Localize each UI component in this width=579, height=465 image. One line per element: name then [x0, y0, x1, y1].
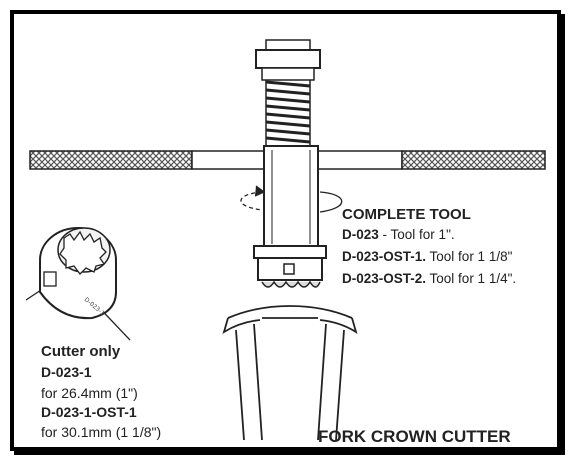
right-handle	[317, 150, 546, 170]
tool-code-1: D-023	[342, 227, 379, 242]
cutter-code-1: D-023-1	[41, 364, 92, 380]
tool-item-2: D-023-OST-1. Tool for 1 1/8"	[342, 249, 512, 264]
cutter-desc-1: for 26.4mm (1")	[41, 385, 138, 401]
tool-code-2: D-023-OST-1.	[342, 249, 427, 264]
fork-crown	[222, 305, 358, 441]
cutter-code-2: D-023-1-OST-1	[41, 404, 137, 420]
cutter-only-heading: Cutter only	[41, 343, 121, 360]
cutter-desc-2: for 30.1mm (1 1/8")	[41, 424, 162, 440]
tool-item-3: D-023-OST-2. Tool for 1 1/4".	[342, 271, 516, 286]
rotation-arrow	[240, 185, 343, 213]
tool-desc-3: Tool for 1 1/4".	[426, 271, 517, 286]
top-cap	[255, 39, 321, 81]
complete-tool-heading: COMPLETE TOOL	[342, 206, 471, 223]
spring	[265, 80, 311, 146]
diagram-title: FORK CROWN CUTTER	[318, 427, 511, 446]
cutter-only-illustration: D-023-1	[25, 227, 131, 341]
tool-item-1: D-023 - Tool for 1".	[342, 227, 455, 242]
tool-desc-2: Tool for 1 1/8"	[426, 249, 513, 264]
left-handle	[29, 150, 265, 170]
tool-body	[263, 145, 319, 247]
cutter-head	[253, 245, 327, 288]
tool-code-3: D-023-OST-2.	[342, 271, 427, 286]
tool-desc-1: - Tool for 1".	[378, 227, 455, 242]
